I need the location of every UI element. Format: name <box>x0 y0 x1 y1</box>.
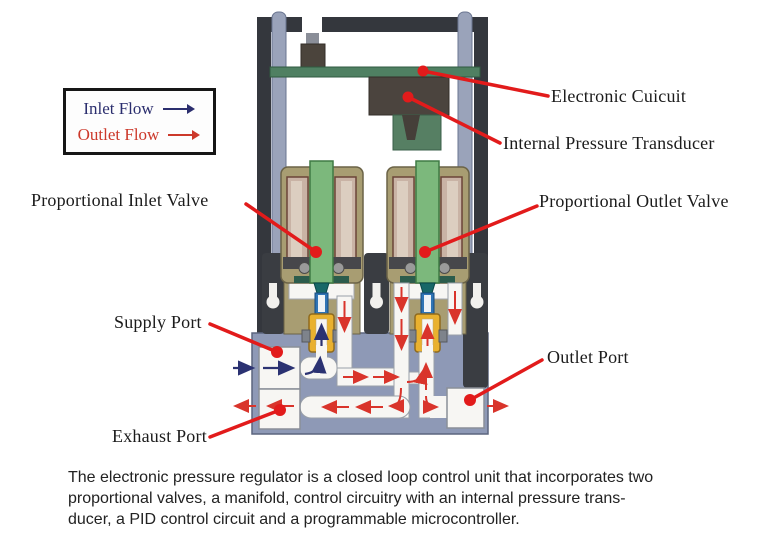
callout-exhaust-port <box>208 408 282 439</box>
caption: The electronic pressure regulator is a c… <box>68 467 728 530</box>
label-exhaust-port: Exhaust Port <box>112 426 207 446</box>
pressure-transducer <box>368 76 450 151</box>
callout-electronic-circuit <box>421 69 550 98</box>
circuit-board <box>269 33 481 78</box>
label-outlet-valve: Proportional Outlet Valve <box>539 191 729 211</box>
caption-line-2: proportional valves, a manifold, control… <box>68 490 626 507</box>
callout-inlet-valve <box>244 202 318 254</box>
label-supply-port: Supply Port <box>114 312 202 332</box>
callout-pressure-transducer <box>406 95 502 145</box>
callout-dots <box>271 65 476 416</box>
callout-lines <box>208 69 550 439</box>
inlet-flow-arrows <box>233 322 330 376</box>
outlet-flow-arrow-icon <box>168 129 201 140</box>
callout-outlet-valve <box>423 204 539 254</box>
outlet-port-box <box>446 387 485 429</box>
inlet-flow-label: Inlet Flow <box>83 98 154 118</box>
callout-outlet-port <box>468 358 544 402</box>
caption-line-3: ducer, a PID control circuit and a progr… <box>68 511 520 528</box>
label-inlet-valve: Proportional Inlet Valve <box>31 190 209 210</box>
callout-supply-port <box>208 322 279 354</box>
flow-legend: Inlet Flow Outlet Flow <box>63 88 216 155</box>
mounting-clamps <box>262 253 488 388</box>
outlet-flow-arrows <box>233 287 509 414</box>
label-electronic-circuit: Electronic Cuicuit <box>551 86 687 106</box>
label-pressure-transducer: Internal Pressure Transducer <box>503 133 715 153</box>
inlet-flow-arrow-icon <box>162 103 195 114</box>
outlet-flow-label: Outlet Flow <box>77 124 160 144</box>
label-outlet-port: Outlet Port <box>547 347 629 367</box>
caption-line-1: The electronic pressure regulator is a c… <box>68 469 654 486</box>
